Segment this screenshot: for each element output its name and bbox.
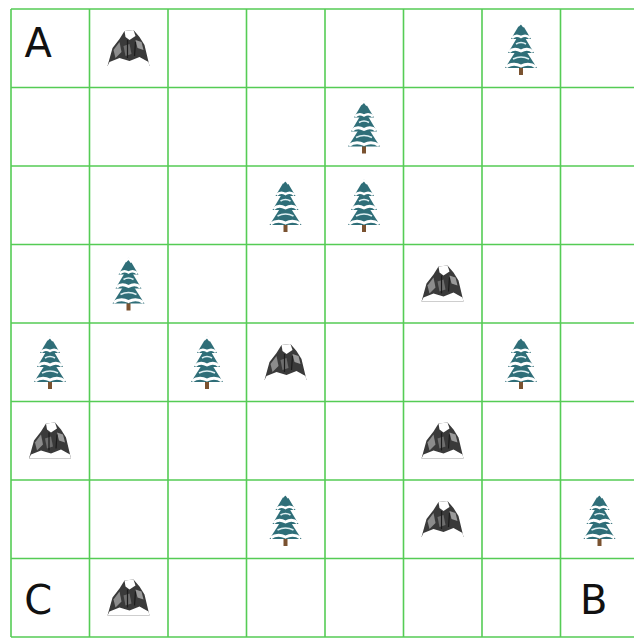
tree-icon [348,179,380,232]
tree-icon [270,493,302,546]
rock-icon [108,30,150,66]
tree-icon [505,336,537,389]
tree-icon [348,101,380,154]
tree-icon [270,179,302,232]
tree-icon [113,258,145,311]
rock-icon [422,423,464,459]
tree-icon [505,22,537,75]
grid-lines [11,9,634,637]
tree-icon [34,336,66,389]
rock-icon [265,344,307,380]
rock-icon [29,423,71,459]
grid-letter: A [25,23,52,63]
rock-icon [422,266,464,302]
tree-icon [191,336,223,389]
grid-letter: B [580,580,607,620]
grid-letter: C [24,580,52,620]
rock-icon [108,580,150,616]
rock-icon [422,501,464,537]
tree-icon [584,493,616,546]
